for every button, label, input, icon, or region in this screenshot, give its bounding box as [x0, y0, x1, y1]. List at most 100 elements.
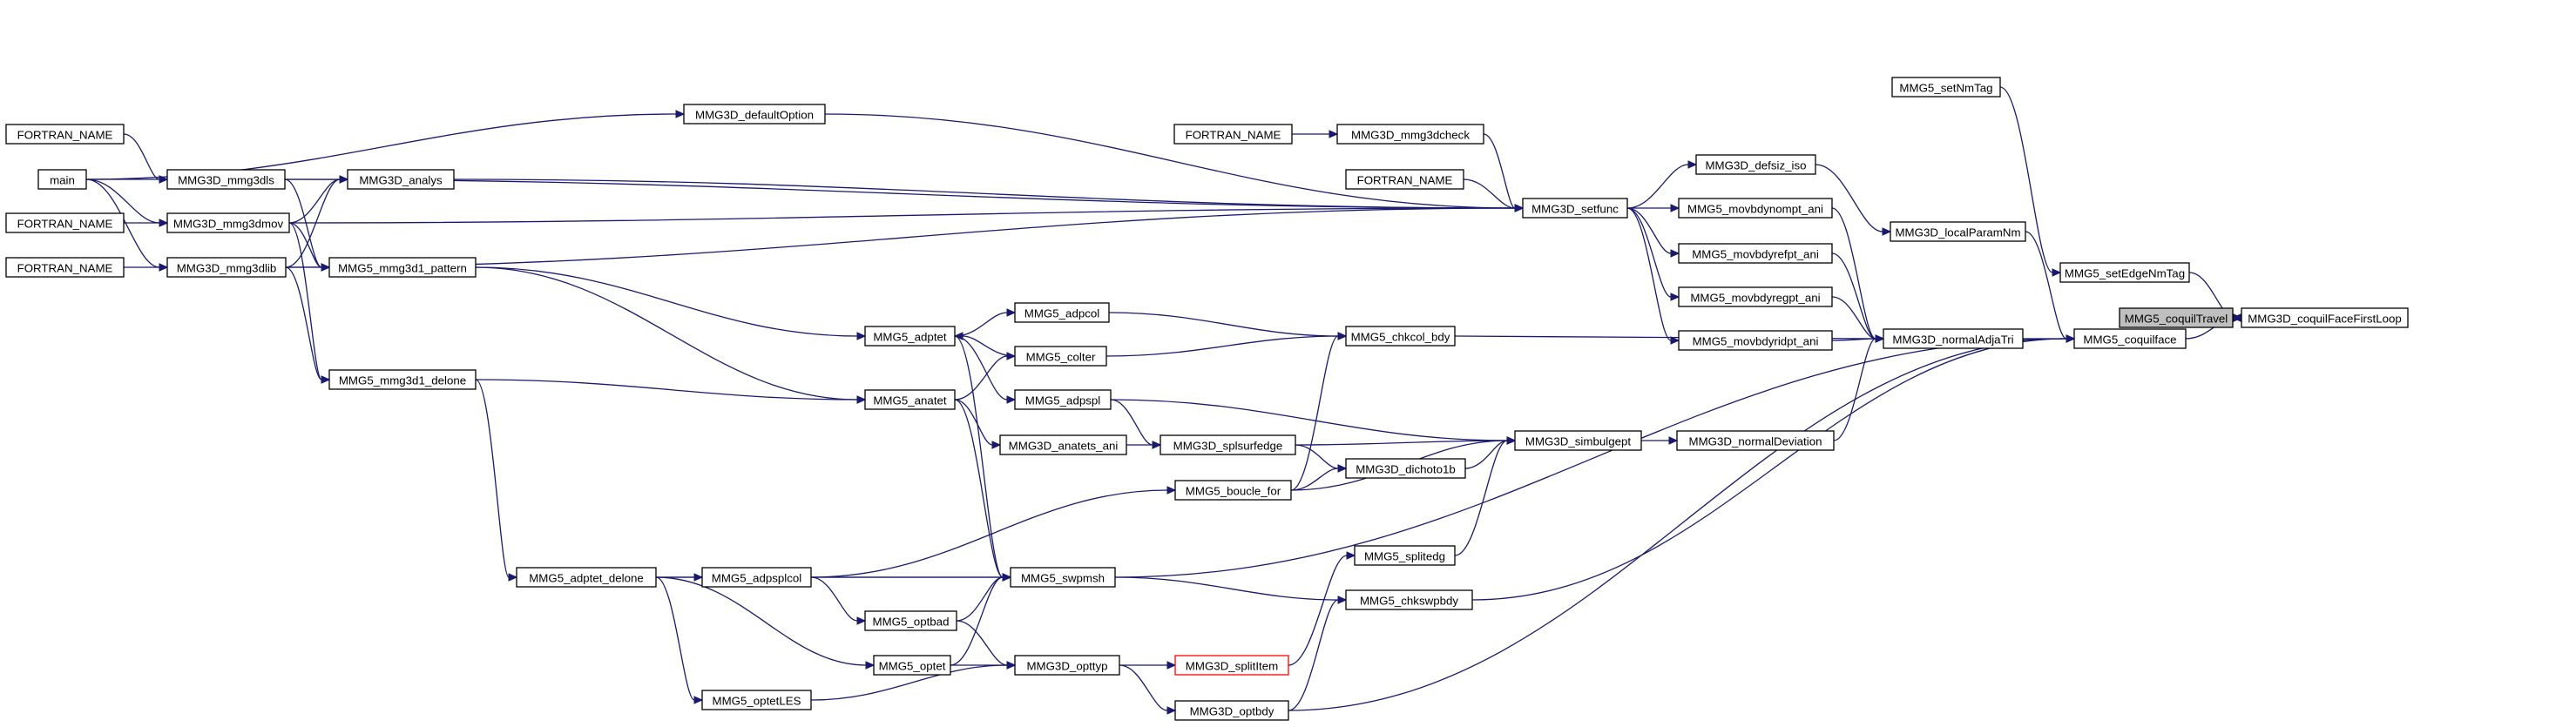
node-anatets_ani[interactable]: MMG3D_anatets_ani	[999, 434, 1127, 455]
node-label: MMG5_mmg3d1_pattern	[338, 262, 467, 275]
node-label: FORTRAN_NAME	[17, 129, 113, 142]
node-main[interactable]: main	[37, 169, 87, 190]
node-label: MMG3D_coquilFaceFirstLoop	[2248, 313, 2402, 326]
edge-adpspl-to-splsurfedge	[1110, 399, 1162, 449]
node-label: MMG5_setEdgeNmTag	[2065, 267, 2185, 280]
node-adptet[interactable]: MMG5_adptet	[864, 326, 956, 347]
node-label: MMG5_adptet_delone	[529, 572, 644, 585]
edge-swpmsh-to-coquilface	[1114, 334, 2076, 578]
node-splitItem[interactable]: MMG3D_splitItem	[1174, 655, 1289, 676]
node-defaultOption[interactable]: MMG3D_defaultOption	[683, 104, 826, 125]
node-dichoto1b[interactable]: MMG3D_dichoto1b	[1345, 458, 1466, 479]
node-coquilTravel[interactable]: MMG5_coquilTravel	[2119, 307, 2234, 328]
node-normalDeviation[interactable]: MMG3D_normalDeviation	[1676, 430, 1835, 451]
node-localParamNm[interactable]: MMG3D_localParamNm	[1890, 221, 2026, 242]
edge-optetLES-to-opttyp	[810, 661, 1017, 701]
node-mmg3dcheck[interactable]: MMG3D_mmg3dcheck	[1336, 124, 1484, 145]
node-mmg3dls[interactable]: MMG3D_mmg3dls	[166, 169, 286, 190]
edge-colter-to-chkcol_bdy	[1105, 332, 1348, 357]
node-label: MMG3D_anatets_ani	[1009, 440, 1119, 453]
call-graph-edges	[85, 86, 2243, 715]
node-label: FORTRAN_NAME	[1186, 129, 1281, 142]
node-adpcol[interactable]: MMG5_adpcol	[1014, 302, 1110, 323]
node-label: MMG5_anatet	[873, 394, 947, 407]
node-label: FORTRAN_NAME	[1357, 174, 1453, 187]
node-label: MMG5_boucle_for	[1186, 485, 1281, 498]
edge-splitItem-to-splitedg	[1288, 551, 1356, 666]
edge-adptet_delone-to-optet	[655, 576, 876, 670]
node-splitedg[interactable]: MMG5_splitedg	[1354, 545, 1456, 566]
edge-adptet-to-swpmsh	[954, 335, 1012, 582]
node-label: MMG5_optet	[879, 660, 946, 673]
node-label: MMG5_movbdyridpt_ani	[1693, 335, 1819, 348]
node-label: MMG5_movbdyrefpt_ani	[1692, 248, 1819, 261]
node-setEdgeNmTag[interactable]: MMG5_setEdgeNmTag	[2059, 262, 2190, 283]
node-label: MMG3D_dichoto1b	[1356, 463, 1456, 476]
node-setNmTag[interactable]: MMG5_setNmTag	[1891, 77, 2001, 98]
node-movbdyrefpt_ani[interactable]: MMG5_movbdyrefpt_ani	[1678, 243, 1833, 264]
node-optbad[interactable]: MMG5_optbad	[864, 610, 957, 631]
node-movbdyregpt_ani[interactable]: MMG5_movbdyregpt_ani	[1678, 286, 1833, 307]
node-chkswpbdy[interactable]: MMG5_chkswpbdy	[1345, 589, 1473, 610]
node-mmg3dmov[interactable]: MMG3D_mmg3dmov	[166, 212, 290, 233]
node-movbdyridpt_ani[interactable]: MMG5_movbdyridpt_ani	[1678, 330, 1833, 351]
node-adpsplcol[interactable]: MMG5_adpsplcol	[701, 567, 812, 588]
edge-mmg3dcheck-to-setfunc	[1483, 133, 1525, 212]
node-label: MMG3D_mmg3dcheck	[1351, 129, 1470, 142]
edge-adptet_delone-to-optetLES	[655, 576, 704, 704]
edge-fortran_mmg3dls-to-mmg3dls	[123, 133, 169, 184]
node-movbdynompt_ani[interactable]: MMG5_movbdynompt_ani	[1678, 198, 1833, 219]
node-coquilface[interactable]: MMG5_coquilface	[2073, 328, 2187, 349]
node-setfunc[interactable]: MMG3D_setfunc	[1522, 198, 1628, 219]
node-adpspl[interactable]: MMG5_adpspl	[1014, 389, 1112, 410]
node-splsurfedge[interactable]: MMG3D_splsurfedge	[1160, 434, 1296, 455]
edge-analys-to-setfunc	[453, 178, 1525, 212]
node-analys[interactable]: MMG3D_analys	[347, 169, 455, 190]
edge-setfunc-to-movbdyrefpt_ani	[1626, 207, 1680, 258]
node-label: MMG5_chkswpbdy	[1360, 595, 1458, 608]
node-normalAdjaTri[interactable]: MMG3D_normalAdjaTri	[1883, 328, 2024, 349]
node-colter[interactable]: MMG5_colter	[1014, 346, 1107, 367]
node-fortran_check[interactable]: FORTRAN_NAME	[1173, 124, 1293, 145]
node-simbulgept[interactable]: MMG3D_simbulgept	[1514, 430, 1642, 451]
node-mmg3d1_pattern[interactable]: MMG5_mmg3d1_pattern	[328, 257, 477, 278]
node-fortran_mmg3dls[interactable]: FORTRAN_NAME	[5, 124, 125, 145]
node-mmg3dlib[interactable]: MMG3D_mmg3dlib	[166, 257, 287, 278]
node-label: MMG3D_splitItem	[1186, 660, 1278, 673]
node-optetLES[interactable]: MMG5_optetLES	[701, 690, 812, 710]
node-adptet_delone[interactable]: MMG5_adptet_delone	[516, 567, 657, 588]
edge-movbdynompt_ani-to-normalAdjaTri	[1831, 207, 1885, 343]
node-mmg3d1_delone[interactable]: MMG5_mmg3d1_delone	[328, 369, 477, 390]
edge-normalDeviation-to-normalAdjaTri	[1833, 334, 1885, 441]
edge-opttyp-to-optbdy	[1119, 664, 1177, 715]
node-fortran_mmg3dmov[interactable]: FORTRAN_NAME	[5, 212, 125, 233]
node-anatet[interactable]: MMG5_anatet	[864, 389, 956, 410]
node-label: MMG5_movbdyregpt_ani	[1690, 292, 1820, 305]
node-label: MMG3D_normalDeviation	[1689, 435, 1822, 448]
node-chkcol_bdy[interactable]: MMG5_chkcol_bdy	[1345, 326, 1456, 347]
node-boucle_for[interactable]: MMG5_boucle_for	[1174, 480, 1292, 501]
edge-optbdy-to-chkswpbdy	[1288, 596, 1348, 711]
node-coquilFaceFirstLoop[interactable]: MMG3D_coquilFaceFirstLoop	[2241, 307, 2409, 328]
node-defsiz_iso[interactable]: MMG3D_defsiz_iso	[1695, 154, 1816, 175]
node-label: MMG5_swpmsh	[1021, 572, 1105, 585]
edge-adptet-to-adpcol	[954, 308, 1017, 337]
node-fortran_setfunc[interactable]: FORTRAN_NAME	[1345, 169, 1464, 190]
node-swpmsh[interactable]: MMG5_swpmsh	[1010, 567, 1116, 588]
node-optet[interactable]: MMG5_optet	[873, 655, 951, 676]
edge-mmg3dmov-to-setfunc	[288, 204, 1525, 224]
node-label: MMG5_splitedg	[1364, 550, 1445, 563]
node-optbdy[interactable]: MMG3D_optbdy	[1174, 700, 1289, 721]
edge-fortran_check-to-mmg3dcheck	[1291, 130, 1339, 138]
node-label: MMG5_coquilTravel	[2125, 313, 2228, 326]
node-opttyp[interactable]: MMG3D_opttyp	[1014, 655, 1120, 676]
edge-boucle_for-to-chkcol_bdy	[1290, 332, 1348, 491]
node-label: MMG3D_optbdy	[1190, 705, 1274, 718]
node-label: MMG3D_mmg3dlib	[177, 262, 277, 275]
edge-splsurfedge-to-simbulgept	[1295, 436, 1517, 446]
edge-swpmsh-to-chkswpbdy	[1114, 576, 1348, 604]
node-label: MMG5_adpspl	[1025, 394, 1101, 407]
node-fortran_mmg3dlib[interactable]: FORTRAN_NAME	[5, 257, 125, 278]
edge-splsurfedge-to-dichoto1b	[1295, 444, 1348, 473]
